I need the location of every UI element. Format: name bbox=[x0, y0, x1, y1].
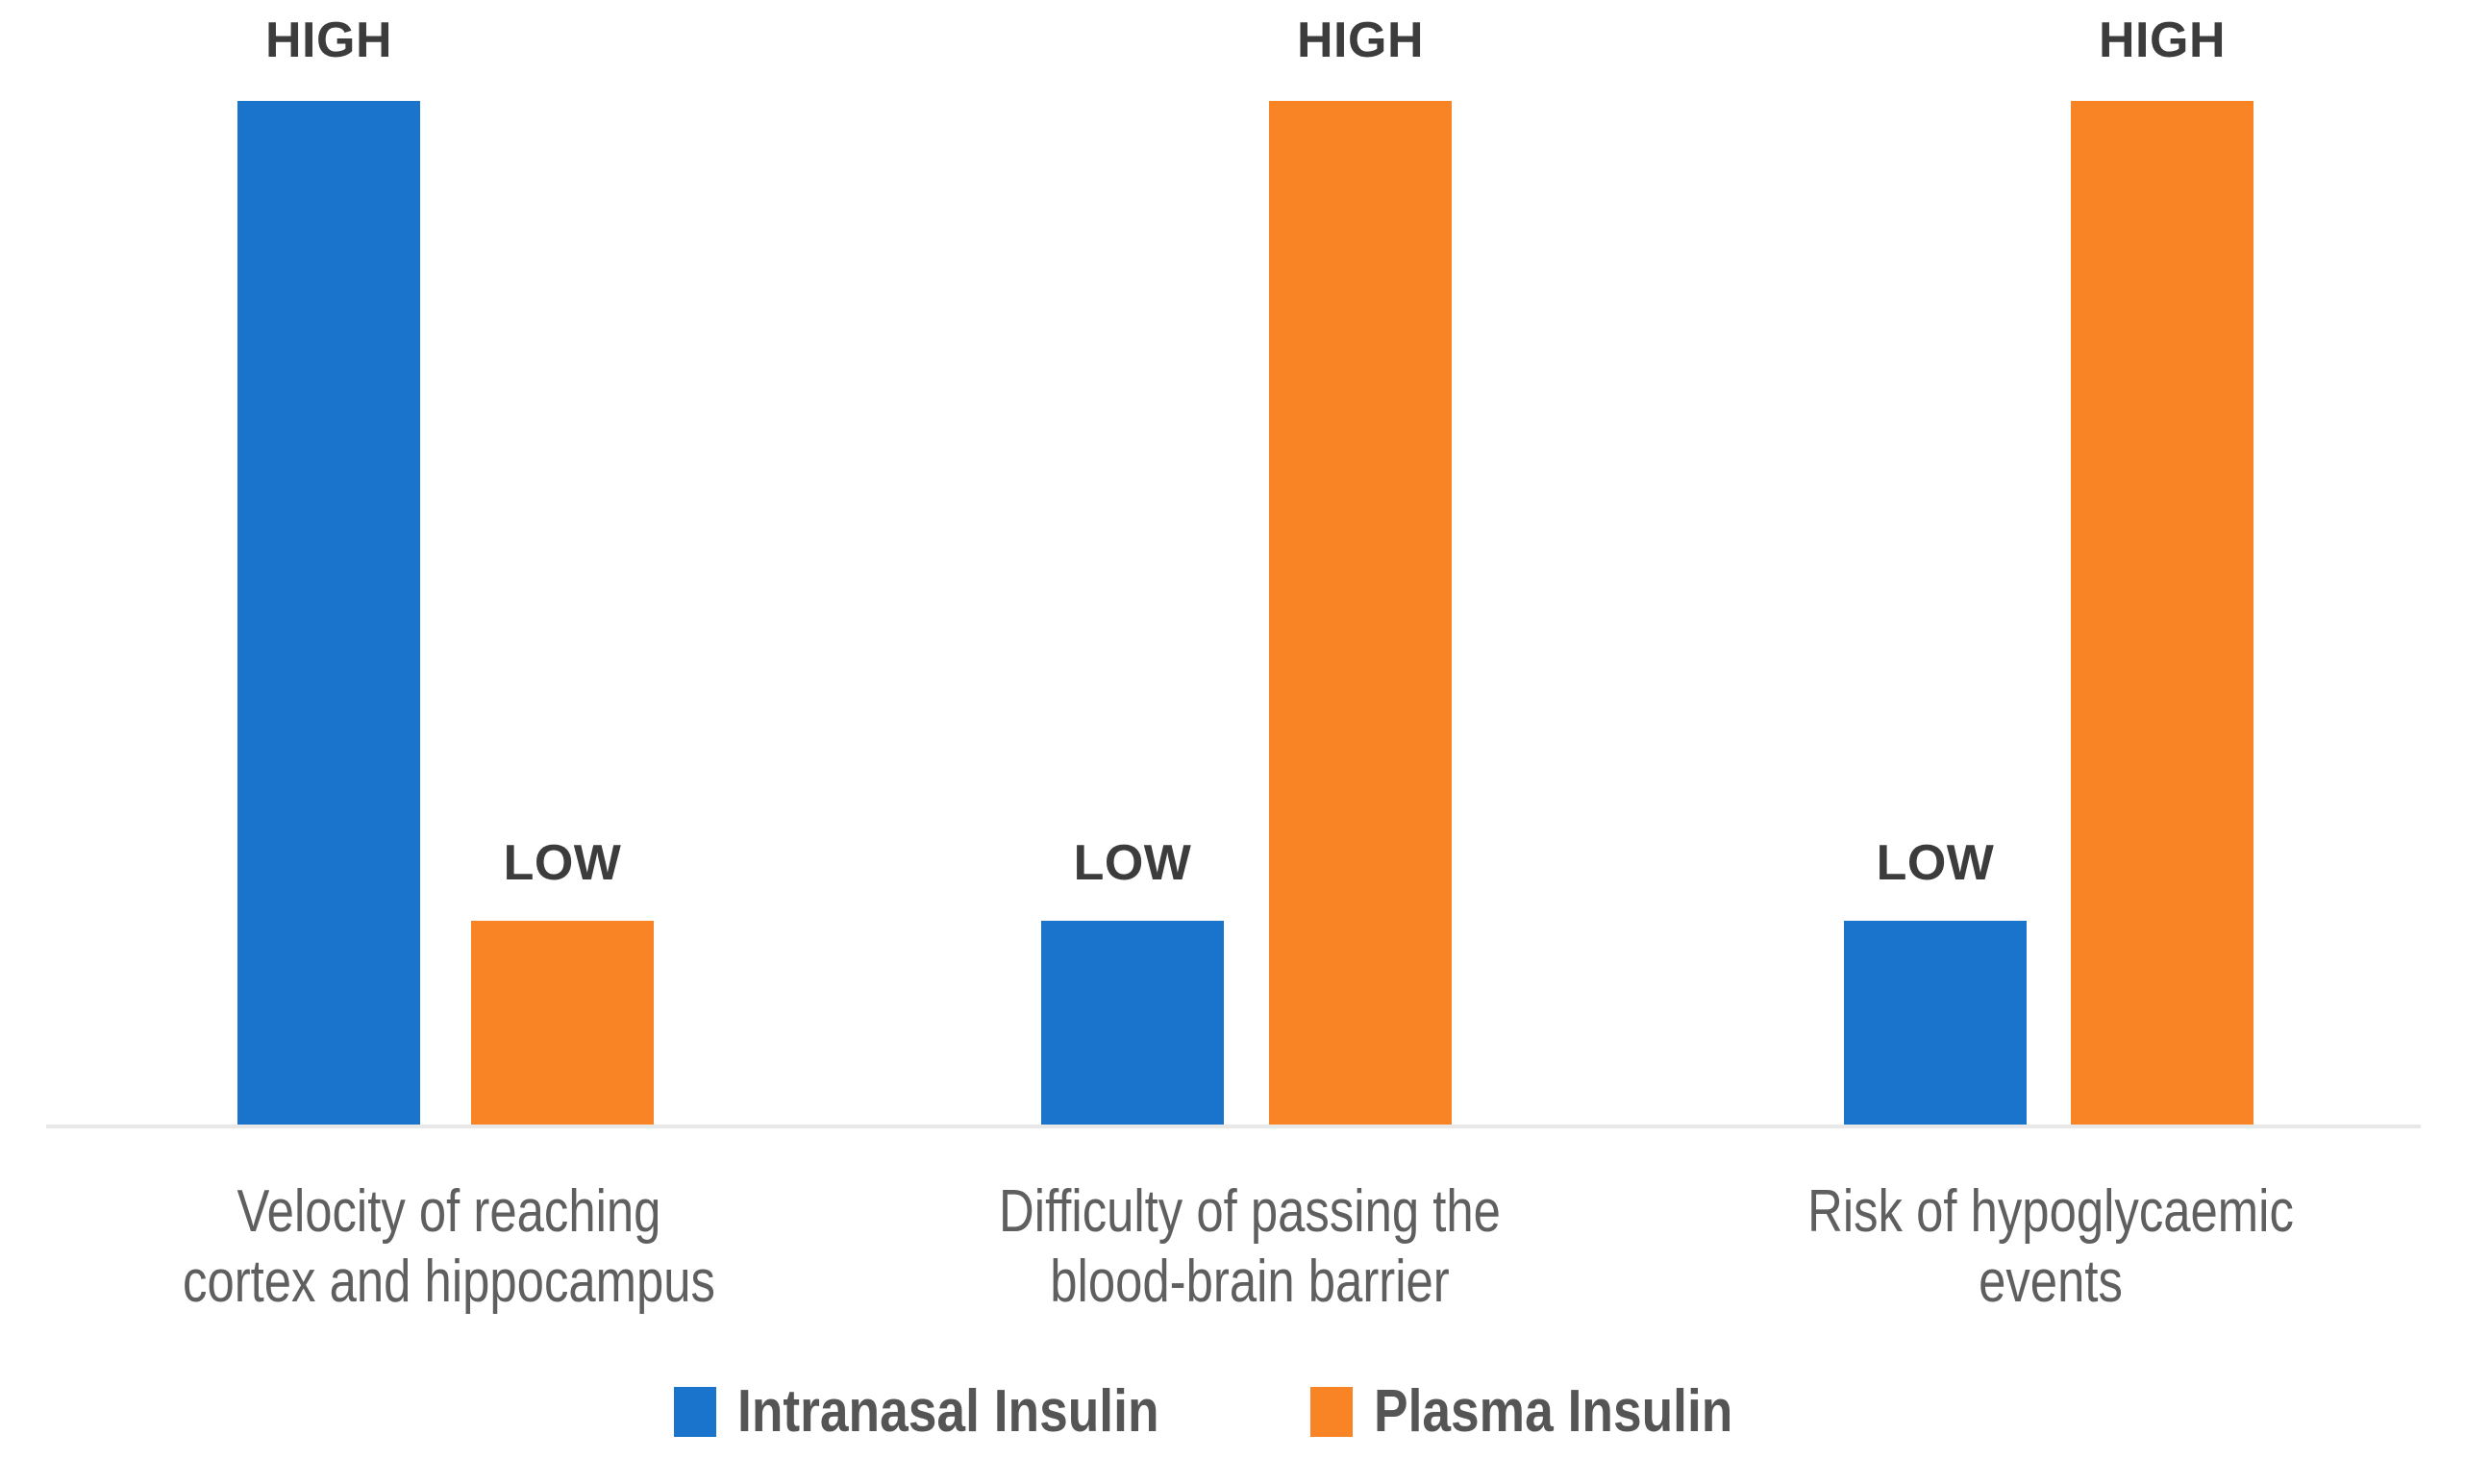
legend-swatch-icon bbox=[673, 1387, 716, 1437]
bar-plasma-insulin-group-2 bbox=[1269, 101, 1452, 1125]
bar-plasma-insulin-group-3 bbox=[2071, 101, 2253, 1125]
bar-intranasal-insulin-group-3 bbox=[1844, 921, 2027, 1125]
bar-plasma-insulin-group-1 bbox=[471, 921, 654, 1125]
bar-intranasal-insulin-group-2 bbox=[1041, 921, 1224, 1125]
legend-item-intranasal-insulin[interactable]: Intranasal Insulin bbox=[673, 1378, 1228, 1445]
category-label-2-line-1: Difficulty of passing the bbox=[999, 1178, 1501, 1245]
value-label-high: HIGH bbox=[2099, 12, 2226, 68]
category-label-2-line-2: blood-brain barrier bbox=[1050, 1249, 1450, 1316]
category-label-3-line-2: events bbox=[1979, 1249, 2123, 1316]
x-axis-line bbox=[46, 1125, 2421, 1128]
category-label-1-line-2: cortex and hippocampus bbox=[183, 1249, 715, 1316]
value-label-low: LOW bbox=[1073, 835, 1192, 891]
value-label-high: HIGH bbox=[1297, 12, 1424, 68]
category-label-1-line-1: Velocity of reaching bbox=[237, 1178, 661, 1245]
bar-intranasal-insulin-group-1 bbox=[237, 101, 420, 1125]
category-label-3-line-1: Risk of hypoglycaemic bbox=[1807, 1178, 2294, 1245]
value-label-high: HIGH bbox=[265, 12, 392, 68]
legend-label: Intranasal Insulin bbox=[736, 1378, 1159, 1445]
legend-label: Plasma Insulin bbox=[1373, 1378, 1733, 1445]
legend-item-plasma-insulin[interactable]: Plasma Insulin bbox=[1309, 1378, 1791, 1445]
value-label-low: LOW bbox=[503, 835, 622, 891]
value-label-low: LOW bbox=[1876, 835, 1995, 891]
plot-area: HIGH LOW LOW HIGH LOW HIGH bbox=[46, 12, 2421, 1128]
legend-swatch-icon bbox=[1309, 1387, 1353, 1437]
